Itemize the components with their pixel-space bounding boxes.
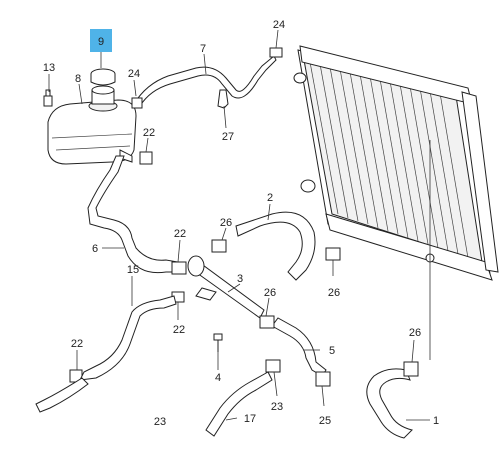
callout-24-reservoir: 24 [128,68,140,80]
callout-22-left: 22 [71,338,83,350]
clip-22-mid [171,261,187,275]
callout-1: 1 [433,415,439,427]
hose-6 [87,155,181,274]
clip-25 [315,371,331,387]
callout-4: 4 [215,372,221,384]
clip-24-reservoir [131,97,143,109]
clip-26-hose2-left [211,239,227,253]
callout-26-mid: 26 [264,287,276,299]
callout-26-right: 26 [328,287,340,299]
callout-23-right: 23 [271,401,283,413]
callout-22-mid: 22 [174,228,186,240]
callout-8: 8 [75,73,81,85]
callout-5: 5 [329,345,335,357]
hose-17 [205,371,273,437]
bracket-27 [217,89,229,109]
callout-3: 3 [237,273,243,285]
callout-25: 25 [319,415,331,427]
hose-15 [35,295,177,413]
callout-22-lower: 22 [173,324,185,336]
callout-9-highlight[interactable] [90,29,112,52]
clip-24-radiator [269,47,283,58]
callout-26-lower: 26 [409,327,421,339]
clip-26-hose2-right [325,247,341,261]
callout-24-radiator: 24 [273,19,285,31]
callout-7: 7 [200,43,206,55]
callout-17: 17 [244,413,256,425]
pipe-3 [187,255,265,319]
leader-lines [48,29,431,421]
fitting-13 [43,89,53,107]
clip-22-top [139,151,153,165]
callout-9: 9 [98,36,104,48]
clip-26-hose5 [259,315,275,329]
callout-22-top: 22 [143,127,155,139]
callout-27: 27 [222,131,234,143]
coolant-reservoir [47,85,137,165]
callout-6: 6 [92,243,98,255]
callout-23-left: 23 [154,416,166,428]
callout-2: 2 [267,192,273,204]
callout-13: 13 [43,62,55,74]
hose-1 [366,368,413,439]
bolt-4 [213,333,223,352]
hose-2 [235,211,316,281]
callout-15: 15 [127,264,139,276]
radiator [293,45,499,281]
callout-26-left: 26 [220,217,232,229]
clip-23 [265,359,281,373]
reservoir-cap [90,68,116,86]
clip-26-hose1 [403,361,419,377]
